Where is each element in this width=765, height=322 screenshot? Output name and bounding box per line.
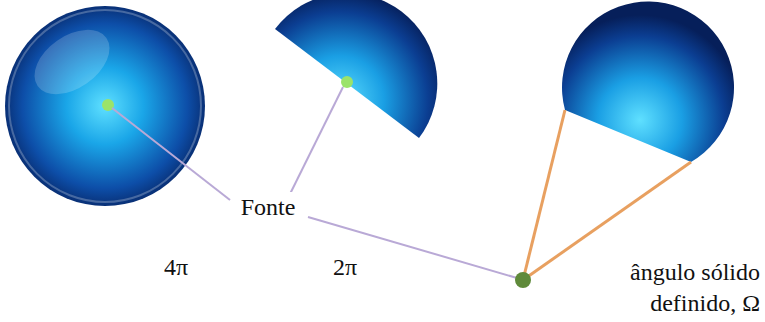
- full-sphere: [5, 6, 205, 206]
- sphere-rim: [9, 10, 201, 202]
- solid-angle-caption: ângulo sólido definido, Ω: [580, 257, 760, 319]
- leader-line: [112, 108, 230, 200]
- source-label: Fonte: [238, 192, 299, 223]
- source-dot: [515, 272, 531, 288]
- sphere-highlight: [23, 17, 122, 108]
- solid-angle-value: 2π: [333, 252, 357, 283]
- spherical-cap: [562, 2, 734, 162]
- source-dot: [341, 76, 353, 88]
- solid-angle-value: 4π: [164, 252, 188, 283]
- half-sphere: [275, 0, 437, 138]
- leader-line: [290, 87, 343, 194]
